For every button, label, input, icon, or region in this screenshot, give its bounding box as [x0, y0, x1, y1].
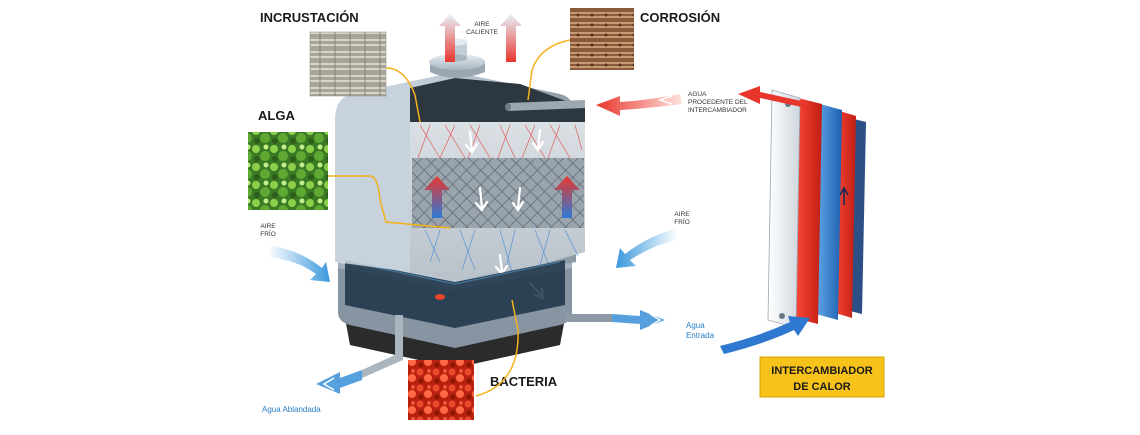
rising-air-arrow-left [424, 176, 450, 218]
exchanger-front-plate [767, 89, 801, 329]
label-intercambiador-1: INTERCAMBIADOR [771, 365, 872, 377]
label-aire-caliente-2: CALIENTE [466, 29, 498, 36]
callout-line-bacteria [475, 299, 519, 397]
cold-water-drops [424, 229, 579, 273]
fan-cap [429, 54, 485, 70]
outlet-pipe [565, 314, 612, 322]
exchanger-plate-red-1 [794, 98, 822, 324]
label-incrustacion: INCRUSTACIÓN [260, 10, 359, 25]
label-corrosion: CORROSIÓN [640, 10, 720, 25]
bacteria-photo [408, 360, 474, 420]
exchanger-plate-blue-2 [816, 104, 842, 320]
label-agua-entrada-2: Entrada [686, 331, 715, 340]
incrustation-photo [310, 32, 386, 96]
label-aire-frio-left-2: FRÍO [260, 229, 276, 238]
label-aire-frio-right-1: AIRE [674, 211, 690, 218]
exchanger-cold-inlet-arrow [720, 316, 810, 354]
label-alga: ALGA [258, 108, 295, 123]
softened-water-arrow [316, 370, 362, 394]
water-outlet-arrow [612, 310, 665, 330]
intercambiador-label-box [759, 356, 885, 398]
makeup-pipe [362, 315, 403, 378]
hot-air-outlet-arrows [439, 14, 522, 62]
cooling-tower [335, 38, 612, 378]
corrosion-photo [570, 8, 634, 70]
label-aire-frio-left-1: AIRE [260, 223, 276, 230]
label-agua-procedente-3: INTERCAMBIADOR [688, 107, 747, 114]
inlet-pipe [508, 100, 585, 111]
float-ball [435, 294, 445, 300]
label-intercambiador-2: DE CALOR [793, 381, 851, 393]
cold-air-inlet-arrow-right [616, 228, 678, 268]
callout-line-corrosion [527, 39, 571, 101]
label-agua-entrada-1: Agua [686, 321, 705, 330]
exchanger-hot-outlet-arrow [738, 86, 806, 108]
heat-exchanger [720, 86, 866, 354]
label-agua-ablandada: Agua Ablandada [262, 405, 321, 414]
rising-air-arrow-right [554, 176, 580, 218]
basin-water [345, 260, 565, 328]
label-agua-procedente-2: PROCEDENTE DEL [688, 99, 748, 106]
cold-air-inlet-arrow-left [268, 245, 330, 282]
hot-water-spray [417, 124, 583, 159]
algae-photo [248, 132, 328, 210]
callout-line-alga [328, 175, 451, 229]
callout-line-incrustacion [385, 67, 421, 123]
label-bacteria: BACTERIA [490, 374, 558, 389]
label-agua-procedente-1: AGUA [688, 91, 707, 98]
label-aire-frio-right-2: FRÍO [674, 217, 690, 226]
label-aire-caliente-1: AIRE [474, 21, 490, 28]
